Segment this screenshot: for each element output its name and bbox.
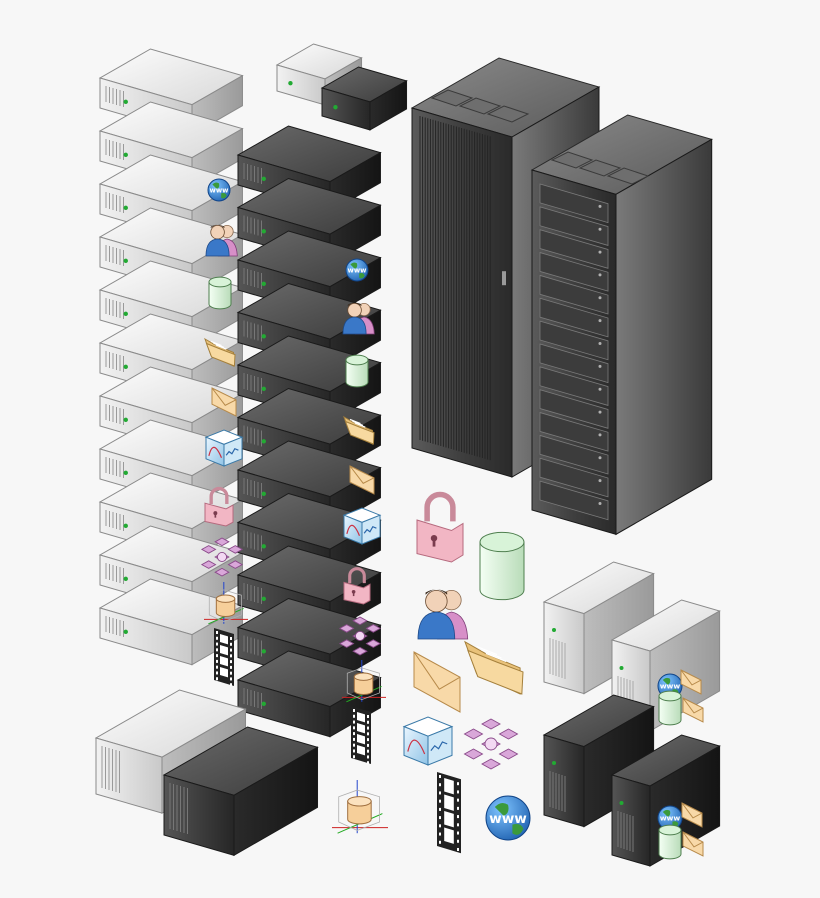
status-led (123, 523, 128, 529)
globe-label: www (210, 186, 230, 194)
status-led (123, 364, 128, 370)
lock-icon (343, 567, 371, 605)
dark-small-unit (320, 66, 408, 131)
status-led (261, 386, 266, 392)
database-icon (658, 824, 682, 860)
globe-icon: www (345, 258, 369, 282)
globe-label: www (348, 266, 368, 274)
folder-icon (343, 415, 375, 445)
film-strip-icon (214, 628, 234, 687)
users-icon (417, 589, 469, 640)
database-axes-icon (332, 780, 388, 834)
envelope-icon (680, 669, 702, 695)
status-led (288, 80, 293, 86)
status-led (261, 491, 266, 497)
folder-icon (204, 337, 236, 367)
status-led (619, 666, 624, 670)
status-led (123, 417, 128, 423)
globe-icon: www (485, 795, 531, 841)
globe-label: www (489, 811, 527, 827)
lock-icon (204, 486, 234, 527)
status-led (123, 311, 128, 317)
users-icon (342, 302, 375, 335)
status-led (123, 470, 128, 476)
lock-icon (416, 491, 464, 563)
status-led (333, 105, 338, 110)
status-led (261, 229, 266, 234)
database-axes-icon (342, 660, 386, 703)
chart-panel-icon (342, 507, 382, 545)
chart-panel-icon (402, 716, 454, 766)
status-led (261, 176, 266, 182)
status-led (261, 649, 266, 654)
component-icon (338, 616, 382, 656)
envelope-icon (682, 831, 704, 857)
status-led (552, 628, 556, 632)
status-led (123, 152, 128, 158)
component-icon (200, 537, 244, 577)
envelope-icon (349, 465, 375, 495)
status-led (261, 596, 266, 602)
users-icon (205, 224, 238, 257)
status-led (123, 258, 128, 264)
dark-tower-server (542, 694, 655, 828)
envelope-icon (413, 651, 461, 713)
database-icon (208, 276, 232, 310)
envelope-icon (211, 387, 237, 417)
status-led (552, 761, 556, 765)
status-led (261, 334, 266, 339)
status-led (123, 205, 128, 211)
envelope-icon (682, 697, 704, 723)
database-icon (658, 690, 682, 726)
icon-layer: www www www www www (94, 43, 721, 867)
component-icon (463, 718, 519, 770)
chart-panel-icon (204, 429, 244, 467)
cabinet-handle (502, 271, 506, 286)
film-strip-icon (351, 706, 371, 765)
status-led (261, 439, 266, 444)
database-axes-icon (204, 582, 248, 625)
server-cabinet-open (530, 114, 713, 536)
status-led (123, 629, 128, 635)
envelope-icon (681, 802, 703, 828)
globe-icon: www (207, 178, 231, 202)
status-led (123, 99, 128, 105)
dark-storage-box (162, 726, 319, 857)
folder-icon (464, 640, 524, 695)
status-led (261, 544, 266, 549)
status-led (123, 576, 128, 582)
silver-tower-server (542, 561, 655, 695)
status-led (619, 801, 624, 805)
database-icon (345, 354, 369, 388)
globe-label: www (660, 682, 681, 691)
status-led (261, 701, 266, 707)
globe-label: www (660, 814, 681, 823)
status-led (261, 281, 266, 287)
database-icon (479, 531, 525, 601)
film-strip-icon (437, 772, 461, 854)
